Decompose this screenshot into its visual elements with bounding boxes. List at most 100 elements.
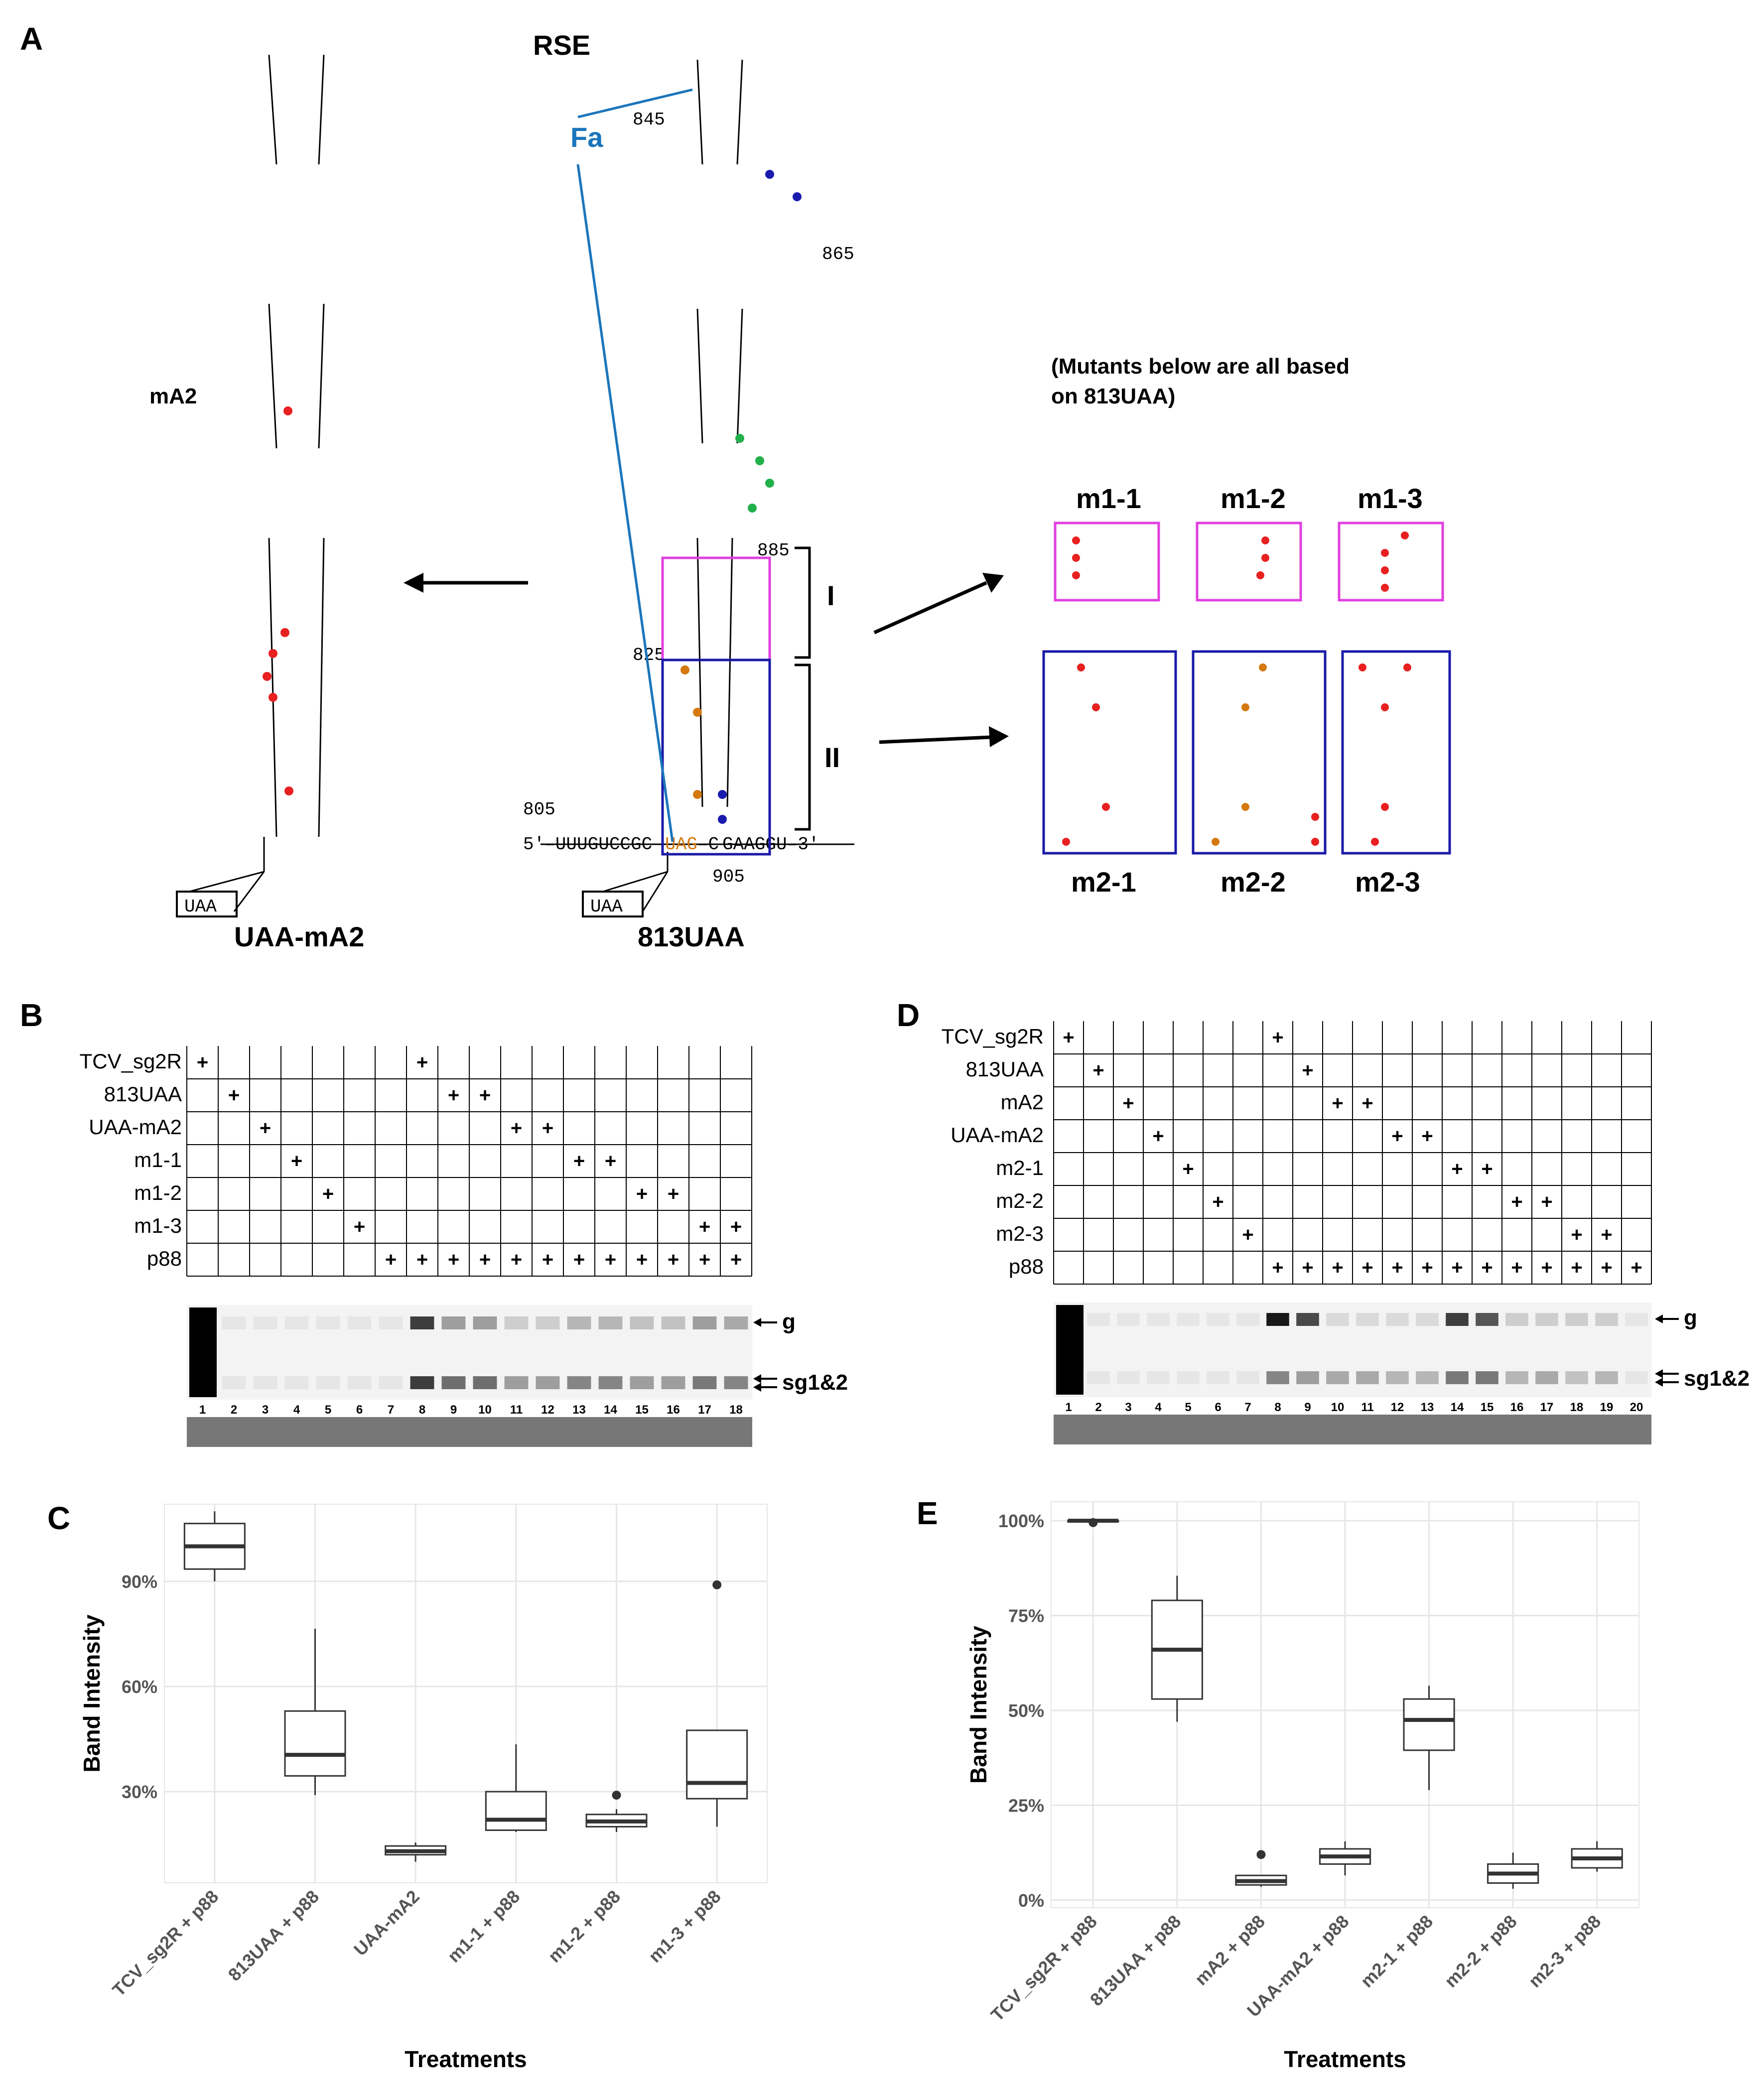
y-tick-label: 0%	[1018, 1890, 1044, 1911]
m2-1-box	[1042, 650, 1177, 855]
row-label: m1-2	[134, 1181, 182, 1204]
left-rna-structure: UAA mA2 UAA-mA2	[149, 54, 364, 952]
box	[686, 1729, 748, 1800]
lane-number: 17	[698, 1403, 711, 1417]
plus-mark: +	[573, 1150, 585, 1172]
lane-number: 12	[541, 1403, 554, 1417]
band-g	[1386, 1313, 1409, 1326]
lane-number: 5	[1185, 1401, 1191, 1414]
center-stem-lines	[541, 59, 854, 912]
band-sg	[347, 1376, 372, 1389]
plus-mark: +	[1511, 1257, 1522, 1279]
plus-mark: +	[699, 1216, 710, 1238]
plus-mark: +	[1541, 1257, 1552, 1279]
band-sg	[692, 1376, 717, 1389]
plus-mark: +	[1630, 1257, 1642, 1279]
arrow-to-left	[404, 573, 528, 593]
lane-number: 15	[1481, 1401, 1494, 1414]
band-g	[661, 1316, 685, 1329]
gel-bands-b	[189, 1307, 748, 1397]
x-tick-label: m2-3 + p88	[1524, 1911, 1605, 1991]
panel-label-c: C	[47, 1500, 70, 1536]
lane-number: 7	[1244, 1401, 1251, 1414]
lane-number: 18	[1570, 1401, 1584, 1414]
plus-mark: +	[1272, 1027, 1283, 1048]
band-g	[1356, 1313, 1379, 1326]
row-label: 813UAA	[966, 1057, 1044, 1081]
lane-number: 2	[1095, 1401, 1101, 1414]
band-sg	[504, 1376, 529, 1389]
fa-label: Fa	[570, 122, 603, 153]
seq-mid: –C	[697, 834, 719, 855]
band-g	[1296, 1313, 1319, 1326]
mutant-label-m1-1: m1-1	[1076, 483, 1141, 514]
m2-3-box	[1341, 650, 1451, 855]
plus-mark: +	[448, 1084, 459, 1106]
panel-label-a: A	[20, 21, 43, 57]
fa-lines	[576, 88, 693, 842]
band-g-label-d: g	[1684, 1305, 1697, 1330]
lane-number: 13	[572, 1403, 586, 1417]
lane-number: 1	[199, 1403, 206, 1417]
region-ii-label: II	[824, 742, 840, 773]
band-g	[473, 1316, 497, 1329]
y-axis-title: Band Intensity	[965, 1626, 991, 1784]
y-tick-label: 75%	[1008, 1606, 1044, 1626]
plus-mark: +	[1212, 1191, 1223, 1213]
band-sg	[536, 1376, 560, 1389]
plus-mark: +	[1421, 1257, 1433, 1279]
box	[284, 1710, 346, 1777]
plus-mark: +	[1481, 1158, 1493, 1180]
plus-mark: +	[1182, 1158, 1194, 1180]
outlier-point	[1088, 1518, 1098, 1527]
plus-mark: +	[636, 1249, 648, 1271]
lane-number: 19	[1600, 1401, 1614, 1414]
x-tick-label: m2-2 + p88	[1441, 1911, 1521, 1991]
band-g	[1476, 1313, 1498, 1326]
mutant-label-m2-1: m2-1	[1071, 866, 1136, 898]
lane-number: 8	[1274, 1401, 1281, 1414]
plus-mark: +	[730, 1249, 742, 1271]
row-label: m2-2	[996, 1189, 1044, 1212]
813uaa-label: 813UAA	[638, 921, 745, 952]
band-sg	[1326, 1371, 1349, 1384]
band-sg	[222, 1376, 246, 1389]
panel-b: B TCV_sg2R813UAAUAA-mA2m1-1m1-2m1-3p88++…	[20, 997, 848, 1447]
band-g	[1117, 1313, 1140, 1326]
band-sg	[473, 1376, 497, 1389]
plus-mark: +	[1541, 1191, 1552, 1213]
box	[1403, 1698, 1455, 1751]
mutant-label-m1-2: m1-2	[1221, 483, 1286, 514]
row-label: m2-1	[996, 1156, 1044, 1179]
panel-a: A UAA mA2 UAA-mA2	[20, 21, 1451, 952]
plus-mark: +	[197, 1051, 208, 1073]
lane-number: 14	[604, 1403, 617, 1417]
row-label: mA2	[1001, 1090, 1044, 1114]
lane-number: 1	[1065, 1401, 1072, 1414]
lane-number: 16	[667, 1403, 680, 1417]
plus-mark: +	[1601, 1257, 1612, 1279]
band-sg	[1207, 1371, 1229, 1384]
center-rna-structure: RSE UAA 5′–UUUGUCCGC UAG –C GAAGGU–3′ 80…	[523, 29, 854, 952]
x-axis-title: Treatments	[405, 2046, 527, 2072]
plus-mark: +	[1571, 1224, 1582, 1246]
band-g	[1505, 1313, 1528, 1326]
uaa-ma2-label: UAA-mA2	[234, 921, 364, 952]
plus-mark: +	[573, 1249, 585, 1271]
lane-number: 16	[1510, 1401, 1524, 1414]
m2-2-box	[1192, 650, 1327, 855]
plus-mark: +	[1092, 1059, 1104, 1081]
panel-label-d: D	[897, 997, 920, 1033]
band-g	[724, 1316, 748, 1329]
region-i-label: I	[827, 580, 835, 611]
plus-mark: +	[416, 1249, 428, 1271]
rse-label: RSE	[533, 29, 590, 61]
left-stem-lines	[189, 54, 325, 912]
plus-mark: +	[1451, 1158, 1463, 1180]
band-g	[1446, 1313, 1469, 1326]
plus-mark: +	[1481, 1257, 1493, 1279]
outlier-point	[1256, 1850, 1266, 1859]
